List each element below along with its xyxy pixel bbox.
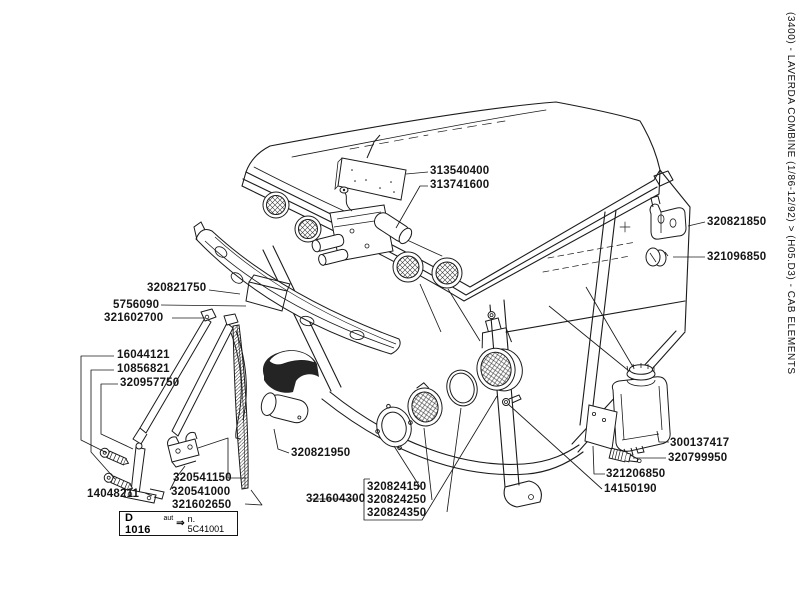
cab-body-outline [241, 101, 691, 508]
part-number-320824250: 320824250 [367, 494, 427, 506]
part-number-313741600: 313741600 [430, 179, 490, 191]
part-number-10856821: 10856821 [117, 363, 170, 375]
part-number-320957750: 320957750 [120, 377, 180, 389]
part-number-321602700: 321602700 [104, 312, 164, 324]
part-number-320541000: 320541000 [171, 486, 231, 498]
part-number-14150190: 14150190 [604, 483, 657, 495]
part-number-320821950: 320821950 [291, 447, 351, 459]
wiper-blade [232, 324, 249, 490]
side-bracket [649, 195, 687, 240]
front-trim-panel [193, 221, 401, 355]
page-reference-caption: (3400) - LAVERDA COMBINE (1/86-12/92) > … [785, 12, 796, 375]
leader-lines [80, 171, 706, 521]
washer-bottle [611, 363, 671, 457]
part-number-5756090: 5756090 [113, 299, 160, 311]
blade-clamp [167, 432, 200, 468]
part-number-320821750: 320821750 [147, 282, 207, 294]
note-superscript: aut [163, 515, 174, 522]
part-number-14048211: 14048211 [87, 488, 140, 500]
part-number-320824150: 320824150 [367, 481, 427, 493]
lamp-bolt [502, 394, 522, 406]
part-number-320821850: 320821850 [707, 216, 767, 228]
note-code: D 1016 [125, 511, 151, 536]
work-lamp [407, 382, 443, 427]
part-number-321604300: 321604300 [306, 493, 366, 505]
part-number-321096850: 321096850 [707, 251, 767, 263]
mounting-screws [99, 447, 134, 491]
part-number-321602650: 321602650 [172, 499, 232, 511]
serial-note-box: D 1016 aut ⇒ n. 5C41001 [119, 511, 238, 536]
wiper-motor-assembly [311, 186, 413, 266]
part-number-300137417: 300137417 [670, 437, 730, 449]
round-knob [645, 247, 669, 267]
lamp-gasket [446, 369, 478, 407]
note-arrow-icon: ⇒ [176, 518, 185, 529]
roof-work-lights [262, 191, 463, 289]
part-number-320541150: 320541150 [173, 472, 232, 484]
spindle-sleeve [260, 392, 309, 424]
lamp-mounting-ring [375, 403, 413, 451]
spindle-cover [262, 350, 319, 393]
work-lamp-assembly [476, 311, 523, 392]
part-number-313540400: 313540400 [430, 165, 490, 177]
part-number-320824350: 320824350 [367, 507, 427, 519]
note-serial: n. 5C41001 [187, 513, 225, 534]
part-number-16044121: 16044121 [117, 349, 170, 361]
roof-sign-plate [334, 134, 407, 201]
bottle-mounting-plate [584, 404, 618, 450]
washer-pump-valve [608, 447, 642, 464]
part-number-320799950: 320799950 [668, 452, 728, 464]
part-number-321206850: 321206850 [606, 468, 666, 480]
